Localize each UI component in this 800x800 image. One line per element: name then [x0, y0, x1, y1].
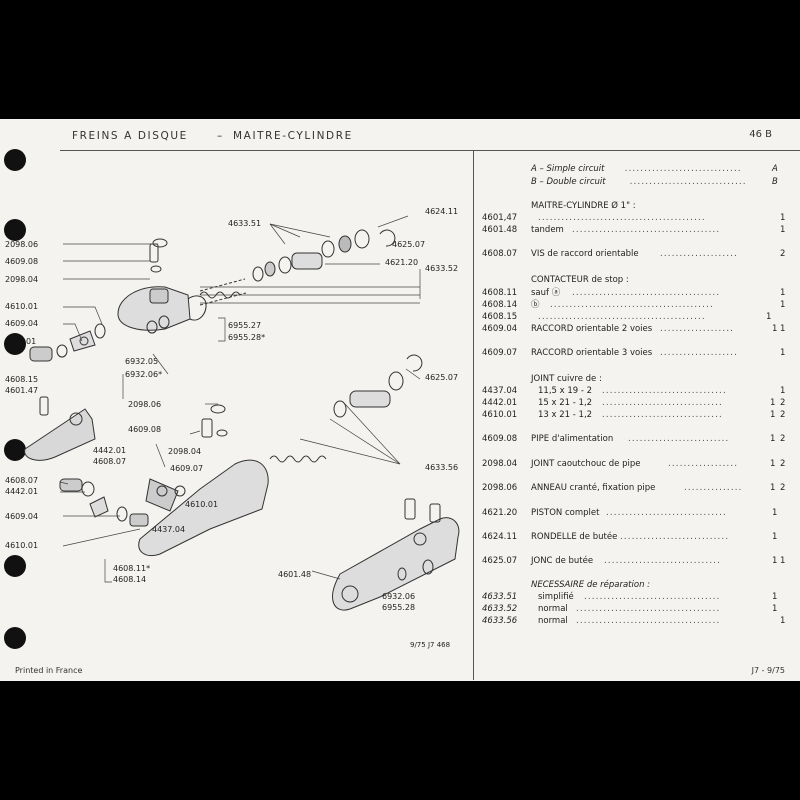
diagram-label: 4442.01: [93, 446, 126, 455]
diagram-label: 6955.27: [228, 321, 261, 330]
diagram-label: 4608.15: [5, 375, 38, 384]
part-row: 4601,47.................................…: [482, 213, 786, 223]
part-heading: JOINT cuivre de :: [531, 374, 602, 384]
diagram-label: 4609.08: [5, 257, 38, 266]
page-number: 46 B: [749, 129, 772, 140]
diagram-label: 4601.47: [5, 386, 38, 395]
diagram-label: 2098.06: [5, 240, 38, 249]
diagram-label: 4609.07: [170, 464, 203, 473]
header-rule: [60, 150, 800, 151]
diagram-label: 4442.01: [5, 487, 38, 496]
diagram-label: 4609.04: [5, 319, 38, 328]
diagram-label: 4633.52: [425, 264, 458, 273]
punch-hole: [4, 219, 26, 241]
part-heading: CONTACTEUR de stop :: [531, 275, 629, 285]
punch-hole: [4, 555, 26, 577]
diagram-label: 6932.06: [382, 592, 415, 601]
diagram-label: 4633.56: [425, 463, 458, 472]
diagram-label: 4610.01: [5, 302, 38, 311]
diagram-label: 4633.51: [228, 219, 261, 228]
legend-simple: A – Simple circuit .....................…: [531, 164, 778, 174]
section-subtitle: MAITRE-CYLINDRE: [233, 130, 353, 142]
diagram-label: 4608.07: [93, 457, 126, 466]
diagram-label: 4621.20: [385, 258, 418, 267]
section-title: FREINS A DISQUE: [72, 130, 188, 142]
column-divider: [473, 150, 474, 680]
diagram-label: 6955.28: [382, 603, 415, 612]
part-heading: NECESSAIRE de réparation :: [531, 580, 651, 590]
diagram-label: 4608.07: [5, 476, 38, 485]
diagram-label: 6955.28*: [228, 333, 265, 342]
punch-hole: [4, 149, 26, 171]
diagram-label: 2098.06: [128, 400, 161, 409]
diagram-label: 4608.11*: [113, 564, 150, 573]
catalog-page: FREINS A DISQUE – MAITRE-CYLINDRE 46 B: [0, 119, 800, 681]
diagram-label: 4608.14: [113, 575, 146, 584]
title-dash: –: [217, 130, 224, 142]
diagram-label: 4609.08: [128, 425, 161, 434]
part-row: 4608.15.................................…: [482, 312, 772, 322]
diagram-label: 6932.05: [125, 357, 158, 366]
diagram-label: 4624.11: [425, 207, 458, 216]
diagram-label: 4625.07: [392, 240, 425, 249]
edition-code: J7 - 9/75: [751, 666, 785, 675]
punch-hole: [4, 439, 26, 461]
punch-hole: [4, 627, 26, 649]
diagram-label: 6932.06*: [125, 370, 162, 379]
diagram-label: 4625.07: [425, 373, 458, 382]
punch-hole: [4, 333, 26, 355]
diagram-label: 4601.48: [278, 570, 311, 579]
diagram-label: 01: [26, 337, 36, 346]
legend-double: B – Double circuit .....................…: [531, 177, 778, 187]
diagram-code: 9/75 J7 468: [410, 641, 450, 649]
print-note: Printed in France: [15, 666, 83, 675]
exploded-diagram: 4633.51 4624.11 4625.07 2098.06 4609.08 …: [5, 207, 460, 649]
diagram-label: 4610.01: [5, 541, 38, 550]
diagram-label: 4437.04: [152, 525, 185, 534]
diagram-label: 4610.01: [185, 500, 218, 509]
part-heading: MAITRE-CYLINDRE Ø 1" :: [531, 201, 636, 211]
diagram-label: 2098.04: [168, 447, 201, 456]
diagram-label: 4609.04: [5, 512, 38, 521]
diagram-label: 2098.04: [5, 275, 38, 284]
